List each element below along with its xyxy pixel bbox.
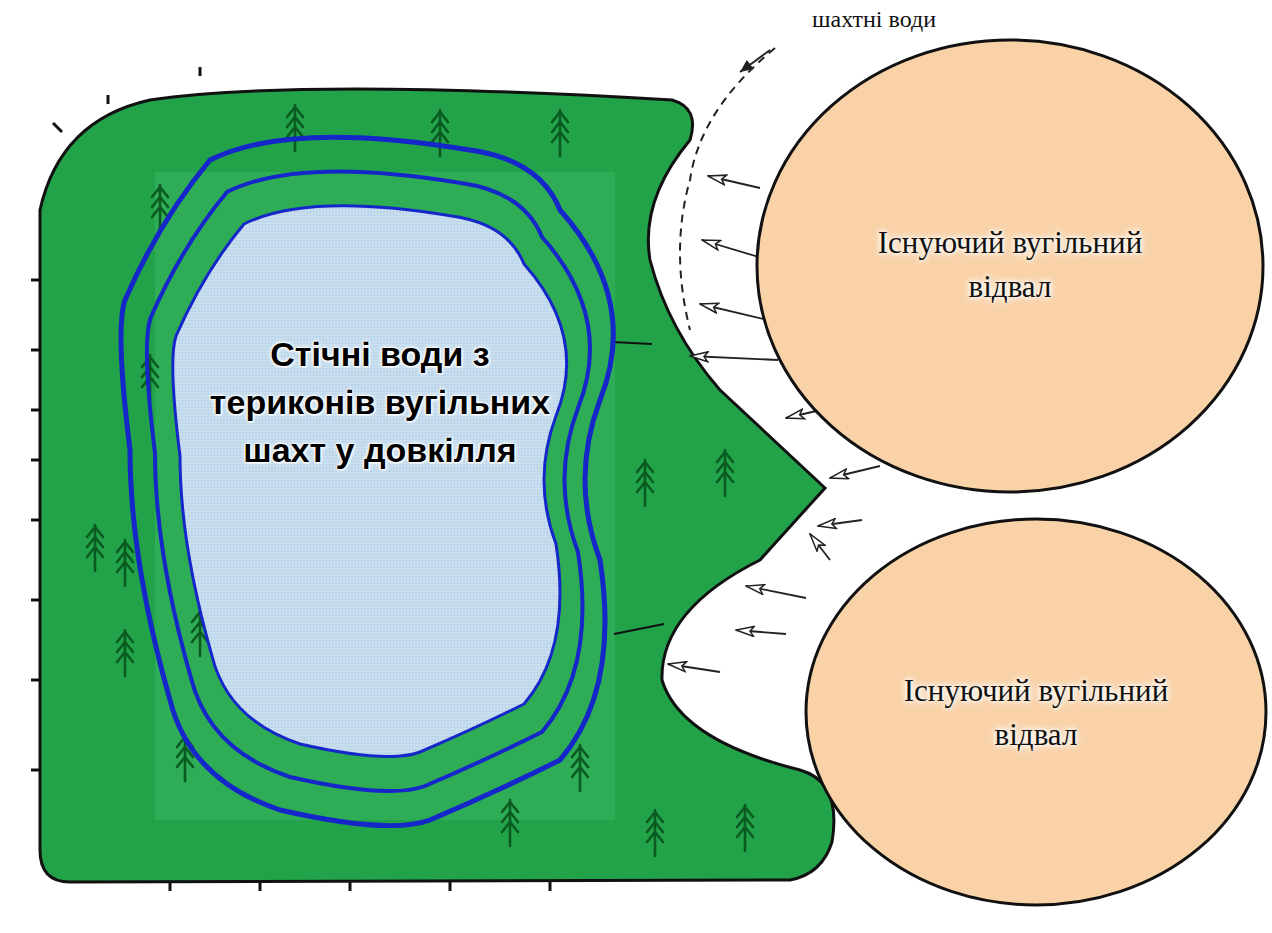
mine-water-label: шахтні води	[812, 6, 936, 33]
dump-caption: Існуючий вугільний відвал	[886, 669, 1186, 757]
boundary-tick	[53, 123, 62, 132]
tree-symbol	[287, 105, 303, 151]
dump-circle	[806, 519, 1266, 905]
trees	[87, 105, 753, 856]
tree-symbol	[572, 745, 588, 791]
boundary-tick	[31, 409, 40, 412]
boundary-tick	[31, 459, 40, 462]
tree-symbol	[87, 525, 103, 571]
boundary-line	[612, 342, 652, 344]
boundary-tick	[107, 95, 110, 104]
boundary-tick	[31, 349, 40, 352]
wastewater-pond: Стічні води з териконів вугільних шахт у…	[100, 120, 670, 860]
tree-symbol	[117, 630, 133, 676]
pond-line	[147, 171, 590, 791]
dump-caption: Існуючий вугільний відвал	[860, 221, 1160, 309]
boundary-line	[614, 624, 664, 634]
dump-circle	[757, 40, 1263, 492]
pond-line	[121, 137, 613, 825]
tree-symbol	[637, 460, 653, 506]
boundary-tick	[31, 679, 40, 682]
green-zone	[40, 89, 834, 882]
boundary-tick	[31, 599, 40, 602]
boundary-tick	[31, 769, 40, 772]
tree-symbol	[647, 810, 663, 856]
boundary-tick	[349, 882, 352, 891]
tree-symbol	[717, 450, 733, 496]
pond-line	[173, 206, 567, 757]
zone-highlight	[155, 172, 615, 820]
tree-symbol	[117, 540, 133, 586]
tree-symbol	[502, 800, 518, 846]
coal-dump: Існуючий вугільний відвал	[830, 535, 1242, 890]
mine-water-arrow	[740, 50, 770, 72]
pond-caption: Стічні води з териконів вугільних шахт у…	[195, 330, 565, 474]
pond-outline	[100, 120, 670, 860]
boundary-tick	[199, 67, 202, 76]
boundary-tick	[259, 882, 262, 891]
boundary-tick	[549, 882, 552, 891]
tree-symbol	[737, 805, 753, 851]
coal-dump: Існуючий вугільний відвал	[790, 60, 1230, 470]
boundary-tick	[31, 279, 40, 282]
tree-symbol	[432, 110, 448, 156]
boundary-tick	[169, 882, 172, 891]
tree-symbol	[552, 110, 568, 156]
boundary-tick	[449, 882, 452, 891]
boundary-tick	[31, 519, 40, 522]
